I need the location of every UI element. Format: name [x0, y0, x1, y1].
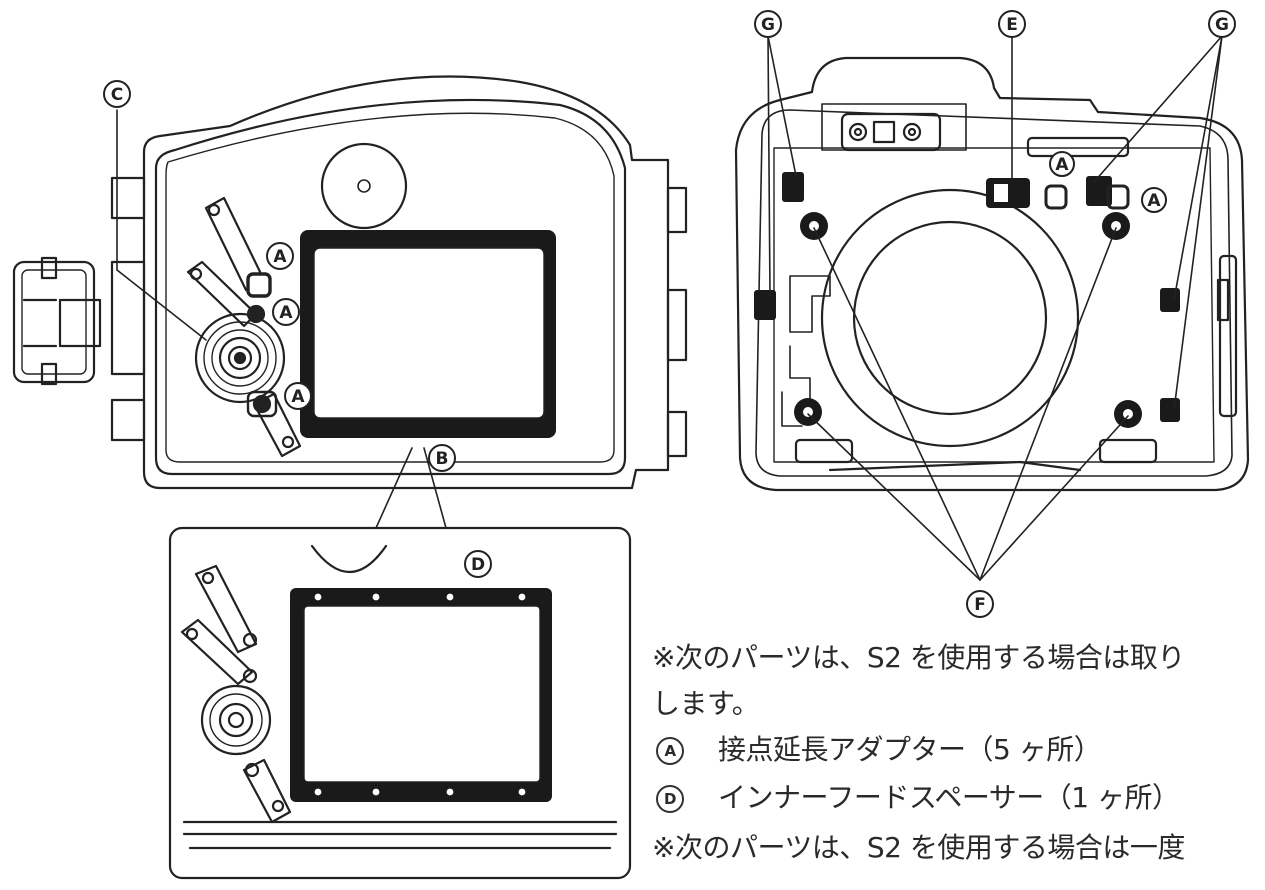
note-1-line-1: ※次のパーツは、S2 を使用する場合は取り — [652, 641, 1185, 674]
marker-g-left: G — [754, 10, 782, 38]
marker-a-3: A — [284, 382, 312, 410]
marker-f: F — [966, 590, 994, 618]
note-2-line-1: ※次のパーツは、S2 を使用する場合は一度 — [652, 831, 1185, 864]
marker-d: D — [464, 550, 492, 578]
back-door — [110, 75, 688, 490]
svg-text:G: G — [1215, 15, 1229, 35]
marker-g-right: G — [1208, 10, 1236, 38]
marker-a-4: A — [1049, 151, 1075, 177]
svg-text:C: C — [111, 85, 123, 105]
item-a-text: 接点延長アダプター（5 ヶ所） — [718, 733, 1102, 766]
svg-text:G: G — [761, 15, 775, 35]
note-1-line-2: します。 — [652, 687, 760, 720]
markers: C A A A B D G E — [103, 10, 1236, 618]
marker-a-1: A — [266, 242, 294, 270]
control-dial — [194, 312, 286, 404]
marker-e: E — [998, 10, 1026, 38]
marker-a-5: A — [1141, 187, 1167, 213]
item-d-text: インナーフードスペーサー（1 ヶ所） — [718, 781, 1180, 814]
marker-b: B — [428, 444, 456, 472]
svg-text:A: A — [279, 303, 293, 323]
svg-text:A: A — [1147, 191, 1161, 211]
e-block — [986, 178, 1130, 210]
svg-text:B: B — [436, 449, 449, 469]
svg-text:A: A — [1055, 155, 1069, 175]
round-window — [320, 142, 408, 230]
lock-knob — [12, 256, 102, 386]
front-body — [734, 56, 1250, 492]
marker-c: C — [103, 80, 131, 108]
svg-text:F: F — [974, 595, 986, 615]
levers — [186, 196, 302, 458]
note-item-a: A 接点延長アダプター（5 ヶ所） — [652, 733, 1102, 766]
svg-text:A: A — [291, 387, 305, 407]
svg-text:A: A — [273, 247, 287, 267]
svg-text:D: D — [471, 555, 485, 575]
item-a-marker: A — [656, 737, 684, 765]
lcd-window — [300, 230, 556, 438]
note-item-d: D インナーフードスペーサー（1 ヶ所） — [652, 784, 1180, 813]
inset-detail — [168, 526, 632, 880]
item-d-marker: D — [656, 785, 684, 813]
screws — [794, 212, 1142, 428]
marker-a-2: A — [272, 298, 300, 326]
svg-text:E: E — [1006, 15, 1018, 35]
